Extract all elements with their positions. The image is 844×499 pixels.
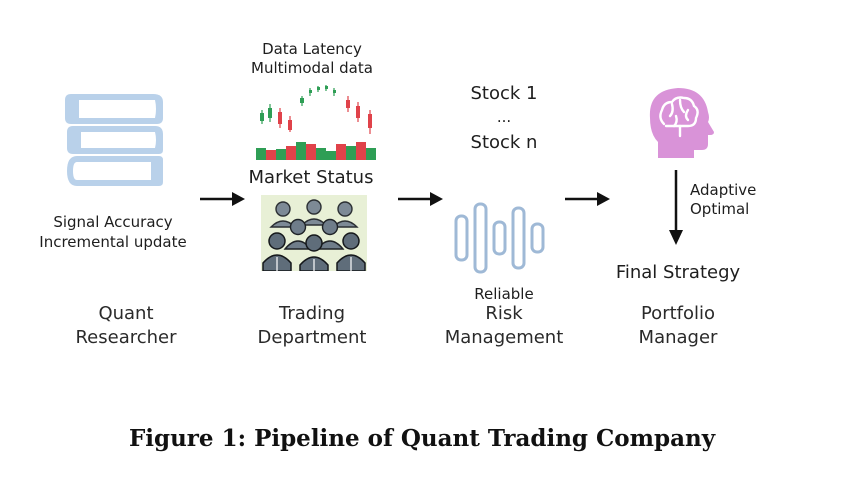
researcher-note: Signal Accuracy Incremental update bbox=[20, 212, 206, 252]
down-arrow-icon bbox=[668, 170, 684, 246]
optimal-label: Optimal bbox=[690, 200, 750, 218]
trading-top-note: Data Latency Multimodal data bbox=[232, 40, 392, 78]
flow-arrow-icon bbox=[200, 191, 246, 207]
reliable-label: Reliable bbox=[474, 285, 534, 303]
arrow-note: Adaptive Optimal bbox=[690, 181, 756, 219]
researcher-role-line2: Researcher bbox=[75, 327, 177, 348]
trading-role-line2: Department bbox=[257, 327, 367, 348]
figure-caption: Figure 1: Pipeline of Quant Trading Comp… bbox=[128, 425, 716, 452]
candles bbox=[260, 85, 372, 134]
portfolio-role-line2: Manager bbox=[638, 327, 718, 348]
researcher-role-line1: Quant bbox=[98, 303, 154, 324]
portfolio-role: Portfolio Manager bbox=[598, 302, 758, 350]
stock-first-label: Stock 1 bbox=[470, 83, 538, 104]
incremental-update-label: Incremental update bbox=[39, 233, 187, 251]
trading-role: Trading Department bbox=[232, 302, 392, 350]
data-latency-label: Data Latency bbox=[262, 40, 362, 58]
flow-arrow-icon bbox=[565, 191, 611, 207]
books-icon bbox=[63, 90, 167, 188]
volume-bars bbox=[256, 142, 376, 160]
portfolio-role-line1: Portfolio bbox=[640, 303, 716, 324]
final-strategy-label: Final Strategy bbox=[615, 262, 741, 283]
flow-arrow-icon bbox=[398, 191, 444, 207]
brain-head-icon bbox=[644, 84, 714, 158]
risk-bars-icon bbox=[453, 200, 555, 276]
multimodal-data-label: Multimodal data bbox=[251, 59, 373, 77]
risk-role-line1: Risk bbox=[485, 303, 523, 324]
trading-role-line1: Trading bbox=[278, 303, 346, 324]
stock-ellipsis: ... bbox=[496, 108, 512, 126]
risk-role-line2: Management bbox=[444, 327, 564, 348]
researcher-role: Quant Researcher bbox=[56, 302, 196, 350]
adaptive-label: Adaptive bbox=[690, 181, 757, 199]
team-icon bbox=[261, 195, 367, 271]
candlestick-chart-icon bbox=[254, 82, 378, 162]
stock-last-label: Stock n bbox=[470, 132, 538, 153]
market-status-label: Market Status bbox=[248, 167, 374, 188]
signal-accuracy-label: Signal Accuracy bbox=[53, 213, 173, 231]
risk-role: Risk Management bbox=[424, 302, 584, 350]
